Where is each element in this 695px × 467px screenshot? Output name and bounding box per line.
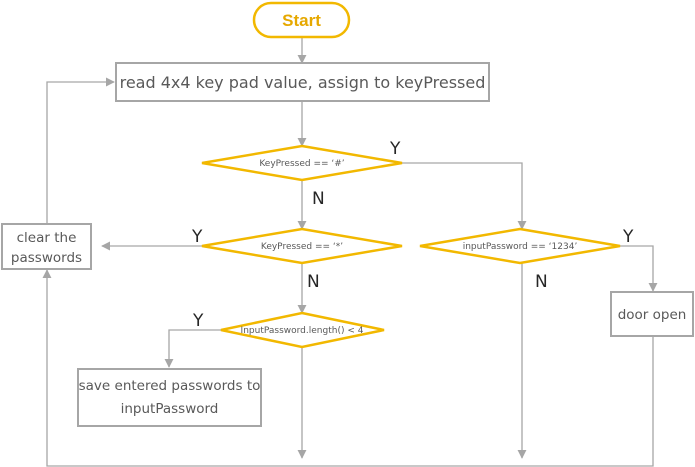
star-yes-label: Y [191, 227, 203, 247]
length-decision-label: InputPassword.length() < 4 [241, 326, 364, 336]
edge-door-to-loop [42, 269, 654, 467]
read-keypad-node: read 4x4 key pad value, assign to keyPre… [115, 62, 490, 102]
door-open-node: door open [610, 291, 694, 337]
edge-clear-loop-to-read [46, 77, 115, 224]
start-label: Start [282, 11, 321, 30]
edge-length-yes-to-save [164, 329, 221, 368]
password-no-label: N [535, 272, 548, 292]
save-passwords-line2: inputPassword [121, 401, 219, 417]
password-decision-label: inputPassword == ‘1234’ [463, 242, 578, 252]
hash-decision: KeyPressed == ‘#’ [201, 144, 403, 182]
save-passwords-node: save entered passwords to inputPassword [77, 368, 262, 427]
clear-passwords-line1: clear the [17, 230, 77, 246]
clear-passwords-line2: passwords [11, 250, 82, 266]
start-node: Start [252, 1, 351, 39]
clear-passwords-node: clear the passwords [1, 223, 92, 270]
edge-password-yes-to-door [620, 245, 658, 292]
edge-hash-yes-to-password [402, 162, 527, 230]
connectors [42, 37, 658, 467]
star-no-label: N [307, 272, 320, 292]
star-decision-label: KeyPressed == ‘*’ [261, 242, 343, 252]
save-passwords-line1: save entered passwords to [79, 378, 261, 394]
hash-no-label: N [312, 189, 325, 209]
star-decision: KeyPressed == ‘*’ [201, 227, 403, 265]
password-yes-label: Y [622, 227, 634, 247]
length-yes-label: Y [192, 311, 204, 331]
hash-decision-label: KeyPressed == ‘#’ [259, 159, 344, 169]
door-open-label: door open [618, 307, 687, 323]
length-decision: InputPassword.length() < 4 [220, 311, 385, 349]
hash-yes-label: Y [389, 139, 401, 159]
password-decision: inputPassword == ‘1234’ [419, 227, 621, 265]
read-keypad-label: read 4x4 key pad value, assign to keyPre… [120, 73, 486, 92]
